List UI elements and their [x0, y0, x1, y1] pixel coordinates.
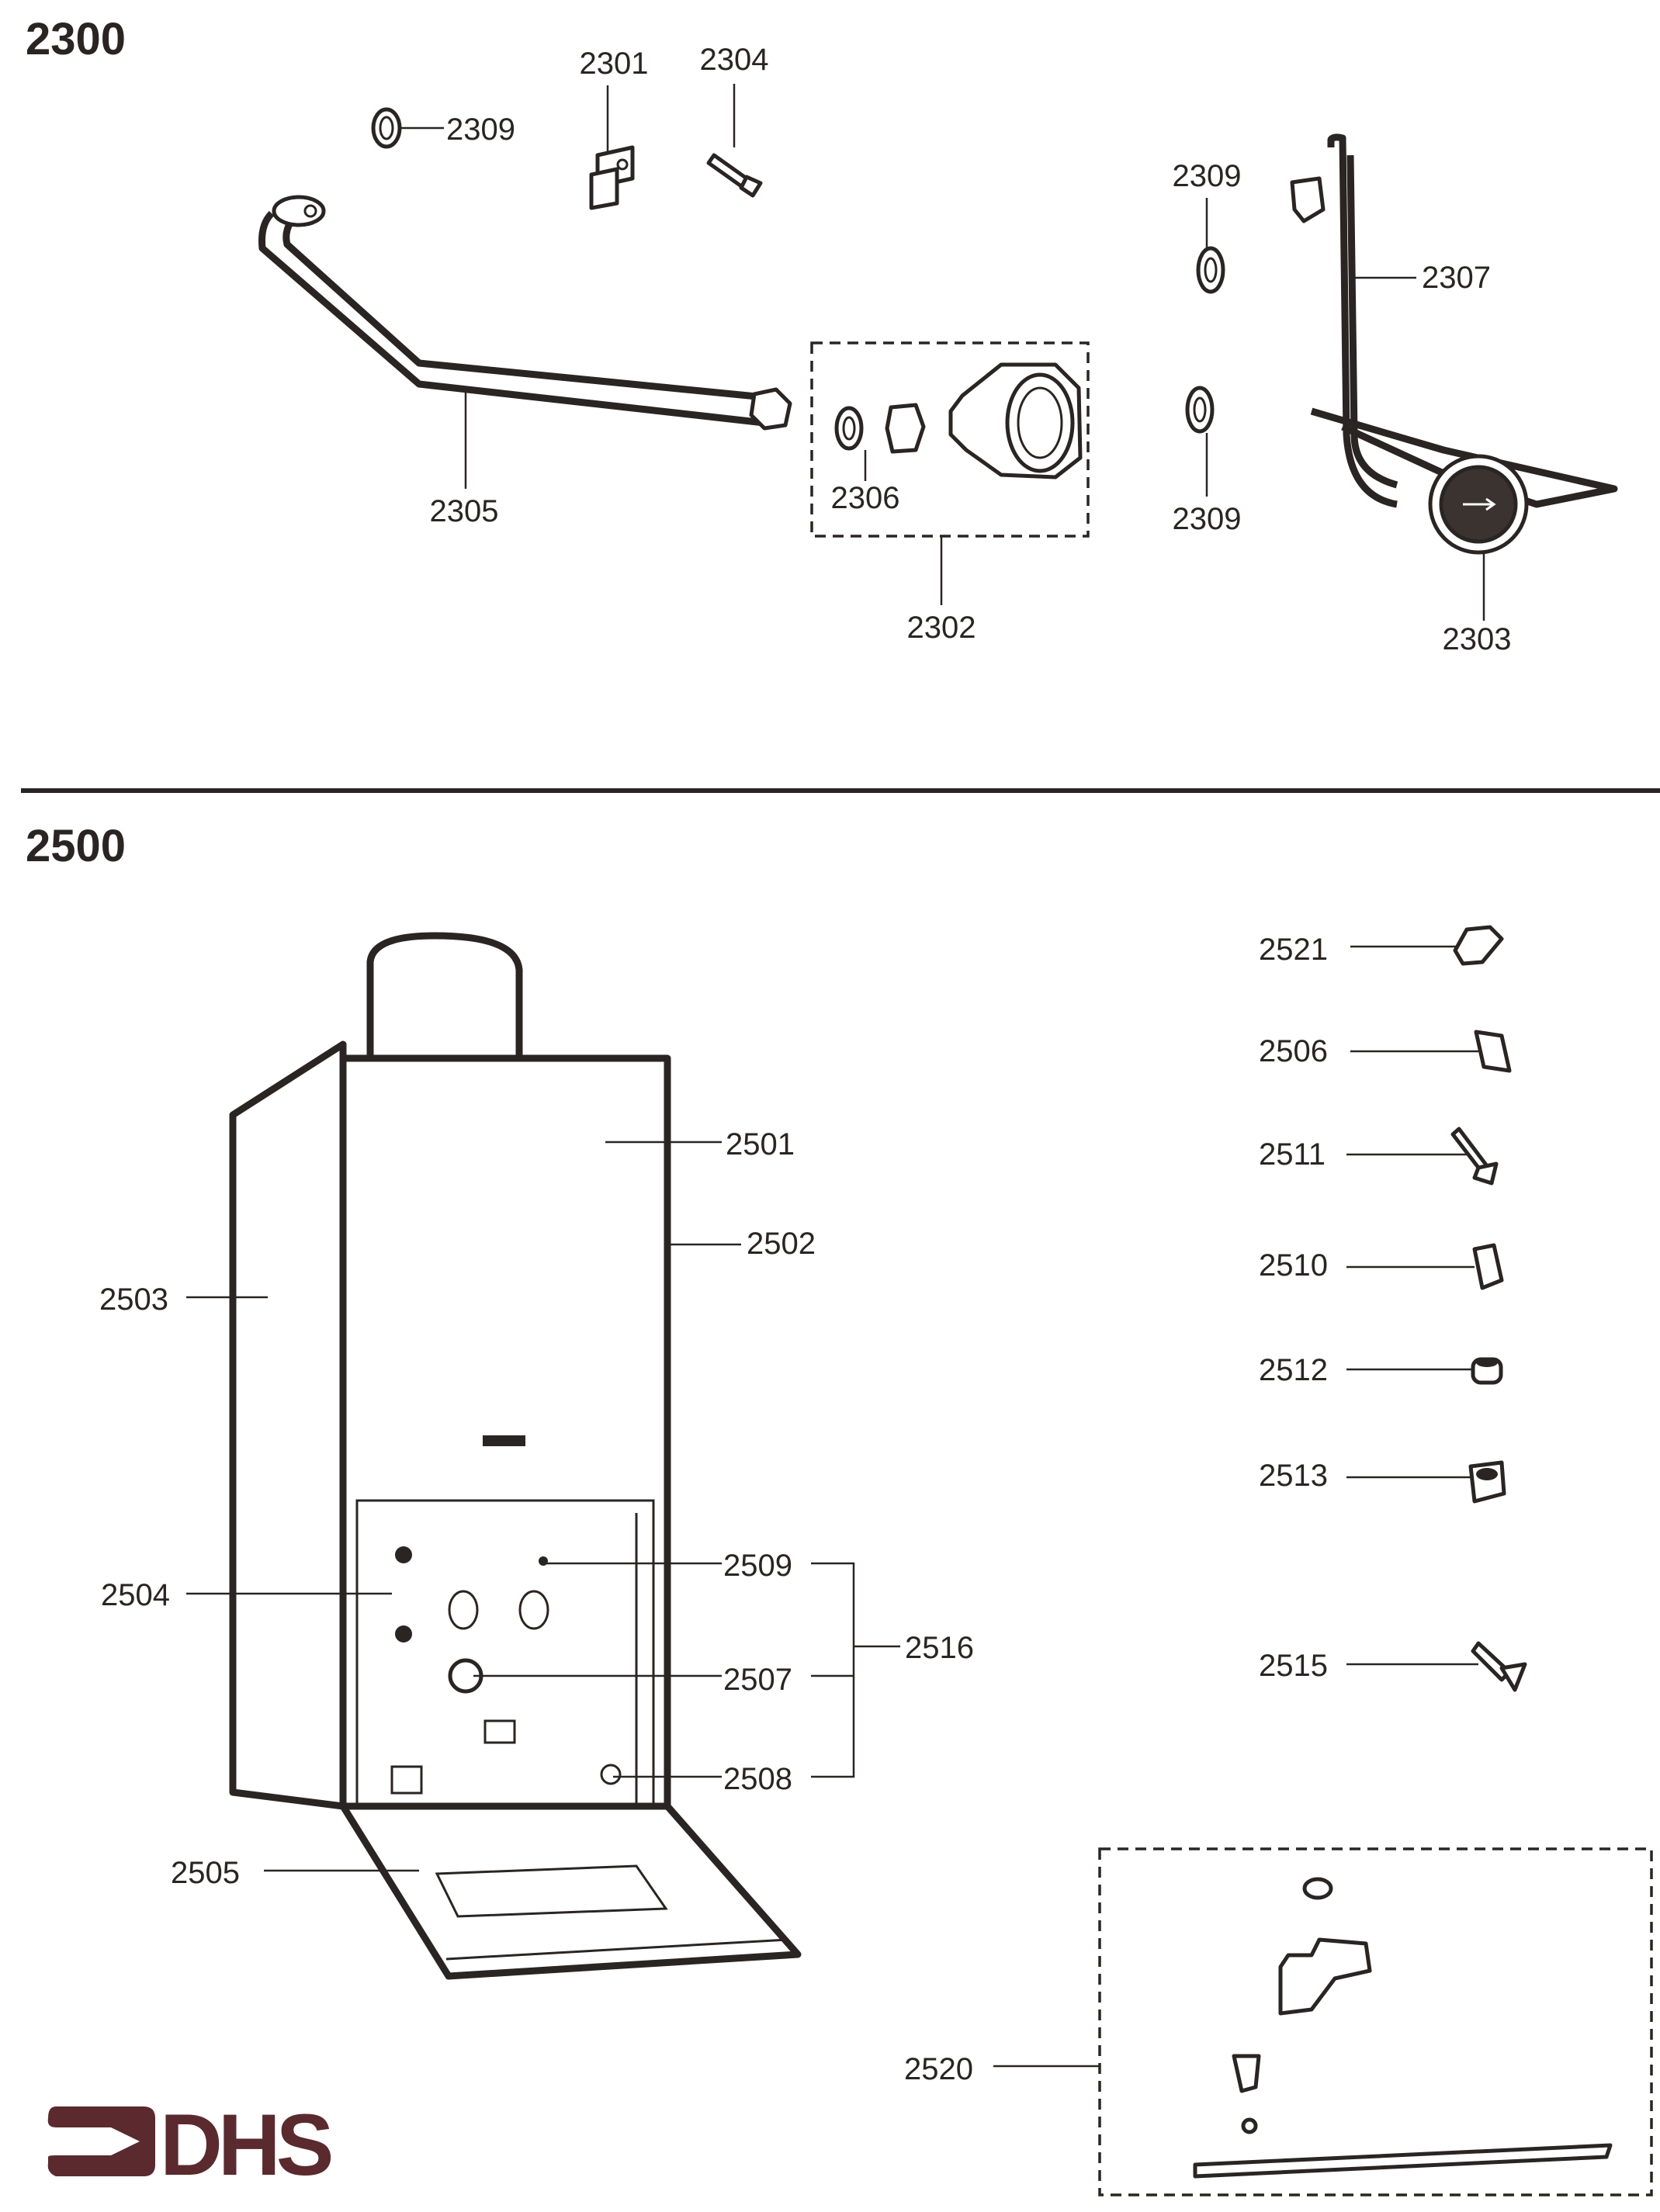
label-2501: 2501 — [726, 1127, 795, 1161]
dhs-logo: DHS — [47, 2096, 336, 2193]
label-2521: 2521 — [1259, 933, 1328, 967]
label-2508: 2508 — [723, 1762, 792, 1796]
small-parts-column — [1346, 925, 1527, 1692]
part-2305-pipe — [258, 195, 792, 489]
part-2304-screw — [706, 84, 763, 198]
part-2301-bracket — [589, 85, 635, 210]
part-2307-2303-pilot-assembly — [1290, 133, 1618, 621]
label-2303: 2303 — [1443, 622, 1512, 656]
label-2306: 2306 — [831, 481, 900, 515]
label-2309-bottom: 2309 — [1173, 502, 1242, 536]
label-2520: 2520 — [904, 2052, 973, 2086]
part-2309-washers-right — [1185, 198, 1225, 497]
label-2511: 2511 — [1259, 1137, 1326, 1172]
label-2503: 2503 — [99, 1283, 168, 1317]
section-title-2300: 2300 — [26, 14, 126, 64]
logo-text: DHS — [160, 2096, 331, 2193]
label-2516: 2516 — [905, 1631, 974, 1665]
label-2512: 2512 — [1259, 1353, 1328, 1387]
label-2307: 2307 — [1422, 261, 1491, 295]
label-2302: 2302 — [907, 611, 976, 645]
water-heater-unit — [229, 932, 802, 1980]
label-2304: 2304 — [700, 43, 769, 77]
label-2510: 2510 — [1259, 1248, 1328, 1283]
label-2301: 2301 — [580, 47, 649, 81]
label-2504: 2504 — [101, 1578, 170, 1612]
label-2309-left: 2309 — [446, 113, 515, 147]
label-2305: 2305 — [430, 494, 499, 528]
label-2513: 2513 — [1259, 1459, 1328, 1493]
heater-callout-lines — [186, 1141, 900, 1872]
label-2309-top: 2309 — [1173, 159, 1242, 193]
label-2505: 2505 — [171, 1856, 240, 1890]
part-2520-kit — [993, 1847, 1653, 2196]
label-2506: 2506 — [1259, 1034, 1328, 1068]
section-title-2500: 2500 — [26, 821, 126, 871]
label-2515: 2515 — [1259, 1649, 1328, 1683]
part-2309-washer — [371, 107, 444, 149]
label-2502: 2502 — [747, 1227, 816, 1261]
part-2302-kit — [810, 341, 1090, 605]
label-2507: 2507 — [723, 1663, 792, 1697]
label-2509: 2509 — [723, 1549, 792, 1583]
